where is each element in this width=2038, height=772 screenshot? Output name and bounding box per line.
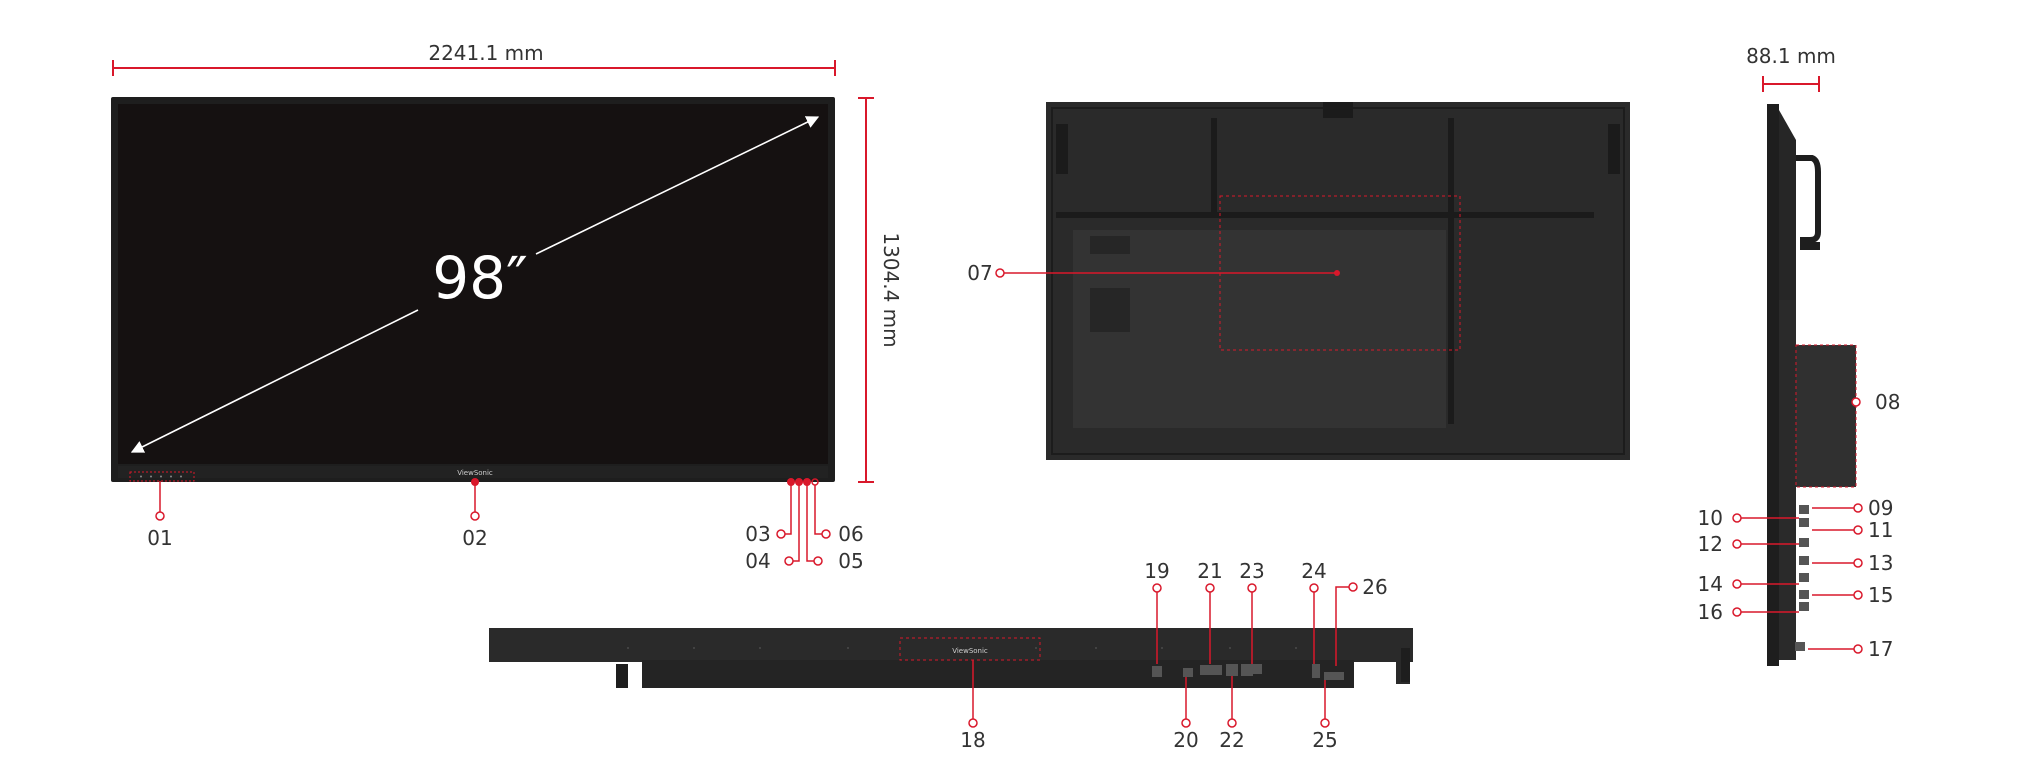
callout-22: 22 [1219,728,1244,752]
callout-10: 10 [1698,506,1723,530]
bottom-brand-logo: ViewSonic [952,647,988,655]
bottom-view: ViewSonic 18 19 21 23 24 26 [489,559,1413,752]
callout-01: 01 [147,526,172,550]
depth-label: 88.1 mm [1746,44,1836,68]
callout-14: 14 [1698,572,1723,596]
rear-view: 07 [967,102,1630,460]
callout-03: 03 [745,522,770,546]
callout-06: 06 [838,522,863,546]
callout-21: 21 [1197,559,1222,583]
callout-25: 25 [1312,728,1337,752]
callout-24: 24 [1301,559,1326,583]
callout-23: 23 [1239,559,1264,583]
callout-18: 18 [960,728,985,752]
diagonal-label: 98″ [432,244,527,312]
front-view: 2241.1 mm 1304.4 mm ViewSonic 98″ 01 02 [111,41,903,573]
callout-11: 11 [1868,518,1893,542]
callout-13: 13 [1868,551,1893,575]
front-brand-logo: ViewSonic [457,469,493,477]
callout-19: 19 [1144,559,1169,583]
callout-02: 02 [462,526,487,550]
side-profile [1767,104,1779,666]
callout-12: 12 [1698,532,1723,556]
callout-05: 05 [838,549,863,573]
height-label: 1304.4 mm [879,232,903,347]
callout-26: 26 [1362,575,1387,599]
side-view: 88.1 mm 08 09 11 13 [1698,44,1900,666]
callout-16: 16 [1698,600,1723,624]
callout-15: 15 [1868,583,1893,607]
callout-04: 04 [745,549,770,573]
front-screen [118,104,828,464]
bottom-profile [489,628,1413,662]
diagonal-arrow [130,309,419,453]
callout-20: 20 [1173,728,1198,752]
callout-07: 07 [967,261,992,285]
width-label: 2241.1 mm [428,41,543,65]
callout-09: 09 [1868,496,1893,520]
callout-17: 17 [1868,637,1893,661]
callout-08: 08 [1875,390,1900,414]
